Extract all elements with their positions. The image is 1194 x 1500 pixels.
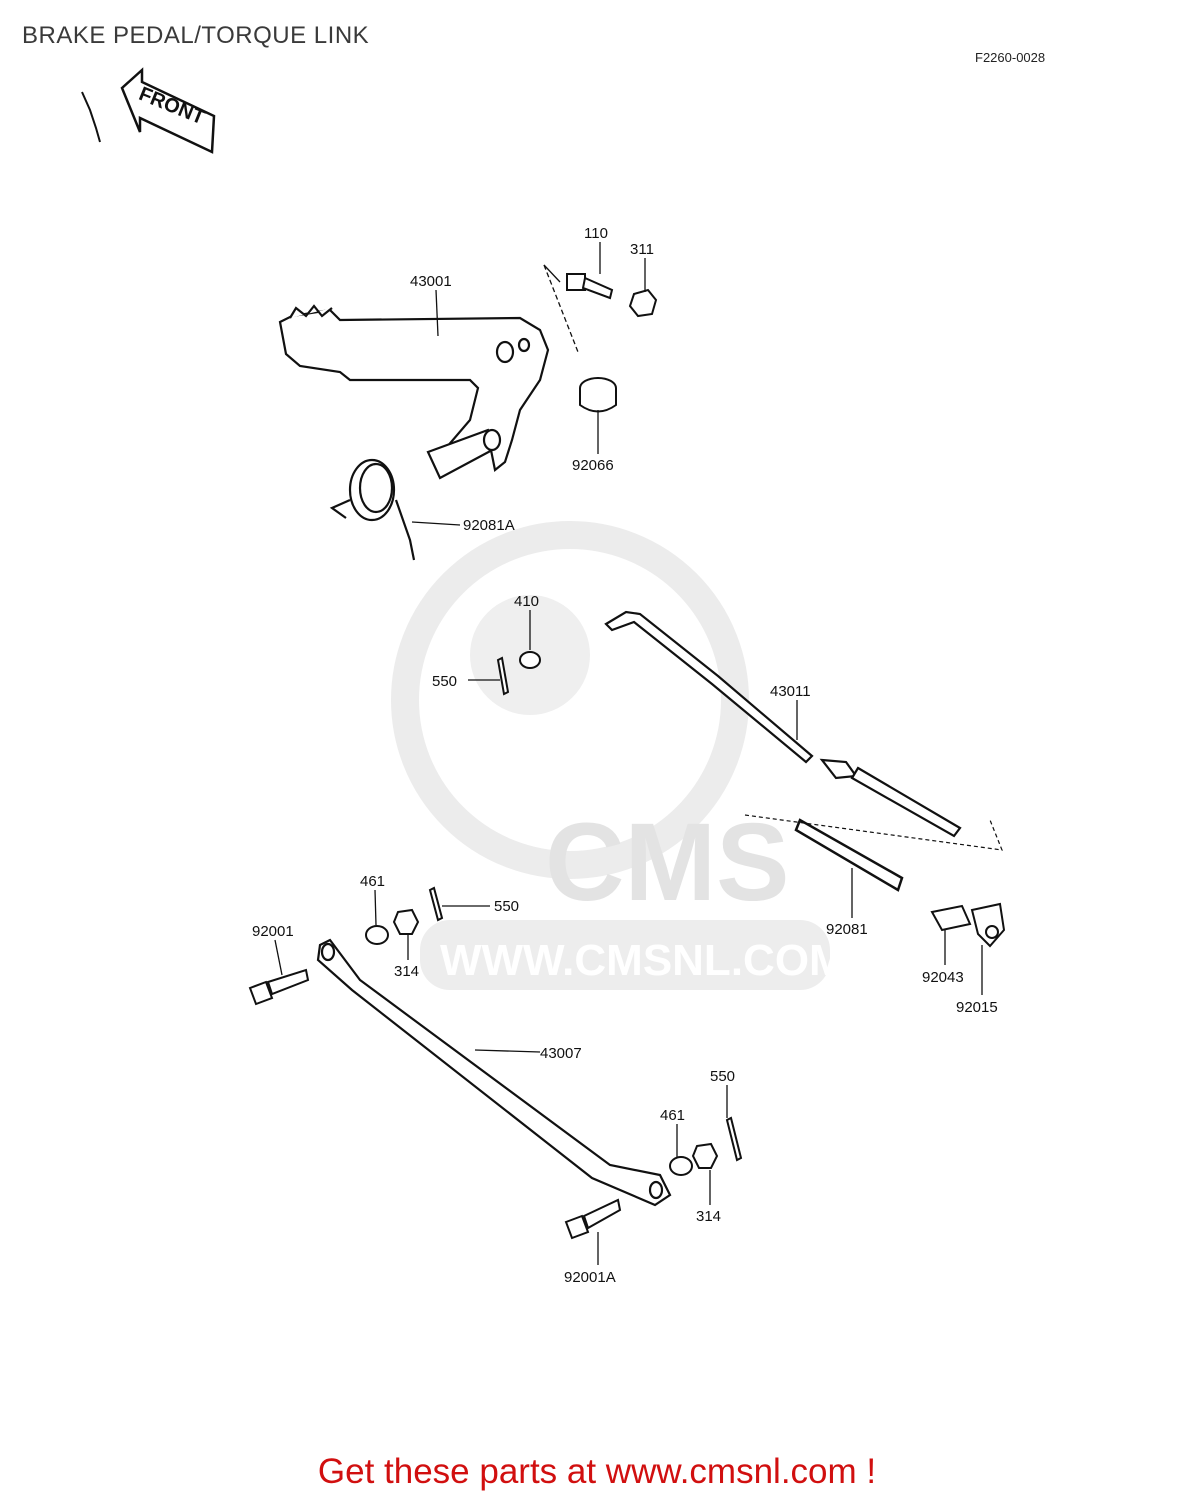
part-label: 92081: [826, 921, 868, 938]
washer-461-b-part: [669, 1156, 693, 1176]
part-label: 410: [514, 593, 539, 610]
diagram-code: F2260-0028: [975, 50, 1046, 65]
part-label: 92015: [956, 999, 998, 1016]
part-label: 92043: [922, 969, 964, 986]
pin-550-b-part: [428, 886, 444, 922]
page-title: BRAKE PEDAL/TORQUE LINK: [22, 22, 370, 49]
nut-314-b-part: [691, 1142, 719, 1169]
front-arrow-icon: FRONT: [120, 67, 216, 154]
watermark: CMS WWW.CMSNL.COM: [391, 521, 846, 990]
footer-link-text[interactable]: Get these parts at www.cmsnl.com !: [317, 1452, 877, 1491]
part-label: 92001A: [564, 1269, 616, 1286]
nut-92015-part: [970, 902, 1006, 948]
pin-550-c-part: [725, 1116, 743, 1162]
spring-92081a-part: [329, 458, 416, 561]
part-label: 550: [710, 1068, 735, 1085]
washer-410-part: [519, 651, 541, 669]
watermark-url: WWW.CMSNL.COM: [440, 936, 846, 985]
collar-92043-part: [930, 904, 972, 932]
part-label: 461: [360, 873, 385, 890]
nut-314-part: [392, 908, 420, 935]
part-label: 311: [630, 241, 654, 258]
washer-461-part: [365, 925, 389, 945]
part-label: 461: [660, 1107, 685, 1124]
leader-lines: [274, 242, 983, 1265]
part-label: 550: [494, 898, 519, 915]
bolt-110-part: [566, 273, 614, 300]
brake-pedal-part: [278, 304, 550, 480]
bushing-92066-part: [579, 377, 617, 413]
part-label: 550: [432, 673, 457, 690]
watermark-logo: CMS: [545, 801, 789, 924]
brake-rod-43011-part: [604, 610, 962, 838]
bolt-92001-part: [248, 968, 310, 1006]
front-mark-icon: [81, 91, 101, 143]
pin-550-part: [496, 656, 510, 696]
part-label: 43007: [540, 1045, 582, 1062]
part-label: 92001: [252, 923, 294, 940]
part-label: 92066: [572, 457, 614, 474]
part-label: 314: [696, 1208, 721, 1225]
part-label: 92081A: [463, 517, 515, 534]
spring-92081-part: [794, 818, 904, 892]
part-labels: 43001 110 311 92066 92081A 410 550 43011…: [252, 225, 998, 1286]
part-label: 43001: [410, 273, 452, 290]
nut-311-part: [628, 288, 658, 318]
part-label: 110: [584, 225, 608, 242]
torque-link-43007-part: [316, 938, 672, 1207]
part-label: 43011: [770, 683, 811, 700]
part-label: 314: [394, 963, 419, 980]
bolt-92001a-part: [564, 1198, 622, 1240]
